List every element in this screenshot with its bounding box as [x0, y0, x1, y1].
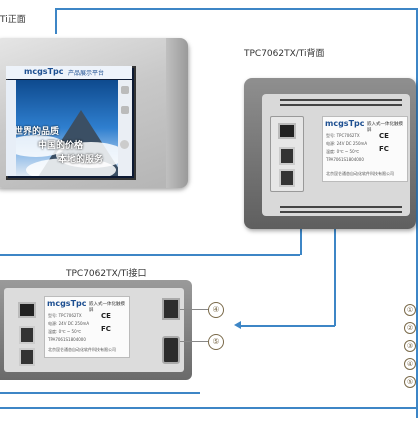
back-logo: mcgsTpc — [325, 119, 365, 128]
serial-port-icon[interactable] — [162, 336, 180, 364]
legend-marker-2: ② — [404, 322, 416, 334]
interface-label-plate: mcgsTpc 嵌入式一体化触摸屏 型号: TPC7062TX 电源: 24V … — [44, 296, 130, 358]
front-screen-header: mcgsTpc 产品展示平台 — [6, 66, 132, 79]
power-terminal-icon[interactable] — [162, 298, 180, 320]
connector-line-mid — [0, 254, 300, 256]
back-caption: TPC7062TX/Ti背面 — [244, 49, 325, 59]
front-header-title: 产品展示平台 — [68, 70, 105, 77]
legend-marker-5: ⑤ — [404, 376, 416, 388]
connector-line-right-vertical — [416, 8, 418, 418]
iface-usb-device-port-icon[interactable] — [19, 348, 35, 366]
front-right-toolbar — [118, 80, 132, 176]
back-port-block — [270, 116, 304, 192]
settings-icon[interactable] — [120, 140, 129, 149]
arrow-left-icon — [234, 321, 241, 329]
fc-mark: FC — [379, 145, 389, 153]
screen-slogan-2: 中国的价格 — [38, 141, 84, 151]
ethernet-port-icon[interactable] — [278, 123, 296, 139]
marker-4: ④ — [208, 302, 224, 318]
legend-marker-4: ④ — [404, 358, 416, 370]
legend-marker-3: ③ — [404, 340, 416, 352]
usb-device-port-icon[interactable] — [279, 169, 295, 187]
interface-caption: TPC7062TX/Ti接口 — [66, 269, 147, 279]
legend-marker-1: ① — [404, 304, 416, 316]
front-logo: mcgsTpc — [24, 67, 64, 76]
front-left-toolbar — [6, 80, 16, 176]
screen-slogan-1: 世界的品质 — [16, 127, 60, 137]
front-side-panel — [166, 38, 188, 188]
back-product-name: 嵌入式一体化触摸屏 — [367, 122, 403, 133]
ce-mark: CE — [379, 132, 389, 140]
usb-port-icon[interactable] — [279, 147, 295, 165]
connector-line-top — [55, 8, 418, 10]
back-label-plate: mcgsTpc 嵌入式一体化触摸屏 型号: TPC7062TX 电源: 24V … — [322, 116, 408, 182]
iface-ethernet-port-icon[interactable] — [18, 302, 36, 318]
iface-usb-port-icon[interactable] — [19, 326, 35, 344]
connector-line-top-left-drop — [55, 8, 57, 34]
connector-line-mid-right — [300, 226, 302, 255]
front-screen-image: 世界的品质 中国的价格 本地的服务 — [16, 80, 118, 176]
connector-line-bottom — [0, 407, 418, 409]
marker-5: ⑤ — [208, 334, 224, 350]
screen-slogan-3: 本地的服务 — [58, 155, 104, 165]
connector-line-to-interface — [240, 325, 335, 327]
front-caption: Ti正面 — [0, 15, 26, 25]
connector-line-back-drop — [334, 186, 336, 326]
connector-line-bottom-mid — [0, 392, 200, 394]
